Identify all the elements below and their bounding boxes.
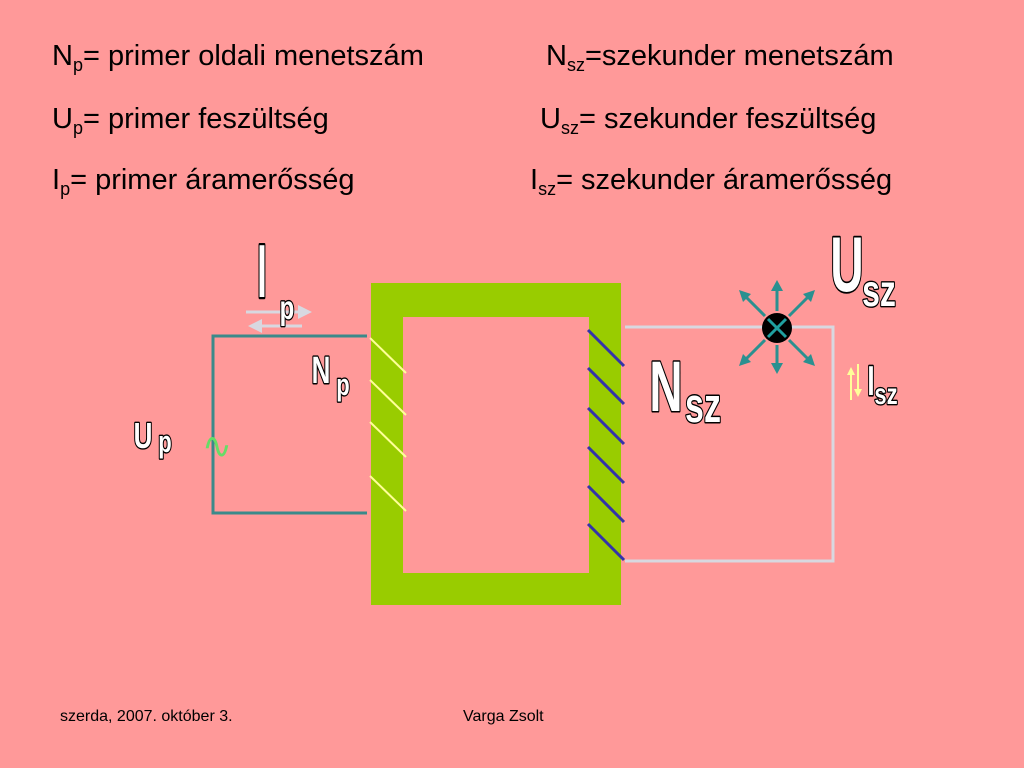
label-up-symbol: U [134,415,153,456]
definition-np: Np= primer oldali menetszám [52,40,424,75]
label-isz-sub: sz [874,377,897,411]
definition-usz: Usz= szekunder feszültség [540,103,877,138]
label-ip-sub: p [280,290,295,327]
label-up-sub: p [158,424,171,459]
label-nsz-symbol: N [649,347,682,427]
definition-ip: Ip= primer áramerősség [52,164,355,199]
label-usz-sub: sz [862,267,896,316]
primary-winding [369,337,407,512]
secondary-winding [586,328,626,562]
footer-date: szerda, 2007. október 3. [60,708,233,725]
label-nsz-sub: sz [685,378,721,433]
footer-author: Varga Zsolt [463,708,544,725]
lamp-rays-icon [739,280,815,374]
secondary-circuit-wire [625,325,835,563]
label-isz-symbol: I [867,359,874,405]
label-usz-symbol: U [830,220,863,308]
lamp-icon [762,313,792,343]
primary-circuit-wire [211,334,367,515]
secondary-current-arrows [847,364,862,400]
transformer-core [371,283,621,605]
label-np-symbol: N [312,349,331,391]
ac-source-icon: ∿ [202,426,232,467]
primary-current-arrows [246,305,312,333]
definition-isz: Isz= szekunder áramerősség [530,164,893,199]
definition-nsz: Nsz=szekunder menetszám [546,40,894,75]
label-ip-symbol: I [257,230,266,314]
definition-up: Up= primer feszültség [52,103,329,138]
label-np-sub: p [336,367,349,402]
